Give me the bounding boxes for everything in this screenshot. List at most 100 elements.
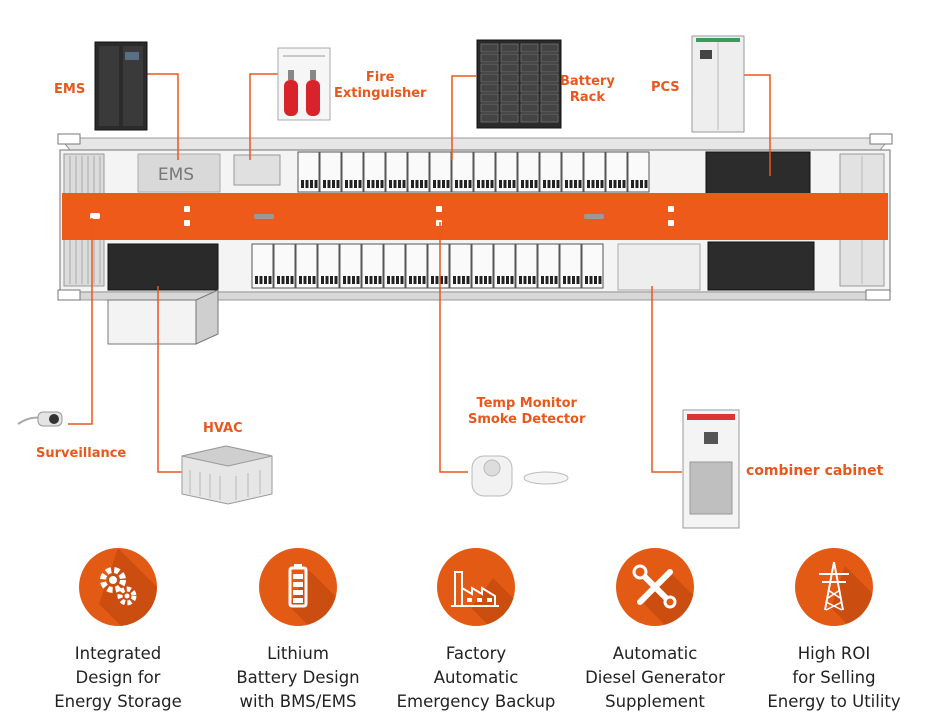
rack-slot (500, 113, 519, 123)
battery-module-terminal (376, 180, 379, 188)
battery-module-terminal (519, 276, 522, 284)
battery-module-terminal (589, 276, 593, 284)
battery-module-terminal (532, 276, 536, 284)
battery-module-terminal (594, 276, 597, 284)
battery-module-terminal (455, 180, 458, 188)
rack-slot (520, 73, 539, 83)
battery-module-terminal (396, 276, 399, 284)
callout-pcs: PCS (651, 80, 680, 95)
battery-module-terminal (308, 276, 311, 284)
battery-module-terminal (378, 276, 382, 284)
battery-module-terminal (413, 276, 417, 284)
battery-module-terminal (631, 180, 634, 188)
ess-container-diagram: EMS (17, 35, 893, 529)
battery-rack-image (476, 39, 562, 129)
callout-ems: EMS (54, 82, 86, 97)
battery-module-terminal (464, 180, 467, 188)
battery-module-terminal (259, 276, 263, 284)
container-ems-box: EMS (137, 153, 221, 193)
battery-module-terminal (578, 180, 582, 188)
battery-module-terminal (609, 180, 612, 188)
battery-module-terminal (591, 180, 595, 188)
battery-module-terminal (565, 180, 568, 188)
battery-module-terminal (534, 180, 538, 188)
battery-module-terminal (402, 180, 406, 188)
battery-module-terminal (437, 180, 441, 188)
battery-module-terminal (512, 180, 516, 188)
battery-module-terminal (563, 276, 566, 284)
battery-module-terminal (521, 180, 524, 188)
battery-module-terminal (422, 276, 426, 284)
rack-slot (540, 93, 559, 103)
feature-factory-backup: Factory Automatic Emergency Backup (384, 540, 568, 714)
battery-module-terminal (499, 180, 502, 188)
battery-module-terminal (440, 276, 443, 284)
pcs-cabinet-image (691, 35, 745, 133)
battery-module-terminal (468, 180, 472, 188)
rack-slot (480, 73, 499, 83)
battery-module-terminal (446, 180, 450, 188)
rack-slot (480, 83, 499, 93)
battery-module-terminal (618, 180, 621, 188)
orange-beam (62, 193, 888, 240)
battery-module-terminal (635, 180, 639, 188)
battery-module-terminal (510, 276, 514, 284)
ems-cabinet-image (94, 41, 148, 131)
leader-lines (68, 73, 771, 473)
battery-module-terminal (572, 276, 575, 284)
battery-module-terminal (622, 180, 626, 188)
tools-icon (616, 548, 694, 626)
battery-module-terminal (596, 180, 599, 188)
callout-hvac: HVAC (203, 421, 243, 436)
battery-module-terminal (556, 180, 560, 188)
battery-module-terminal (525, 180, 529, 188)
battery-module-terminal (358, 180, 362, 188)
battery-module-terminal (398, 180, 401, 188)
battery-module-terminal (343, 276, 346, 284)
battery-module-terminal (506, 276, 509, 284)
battery-module-terminal (486, 180, 489, 188)
battery-module-terminal (481, 180, 485, 188)
battery-module-terminal (569, 180, 573, 188)
feature-text: Factory Automatic Emergency Backup (396, 644, 556, 711)
battery-module-terminal (369, 276, 373, 284)
rack-slot (520, 103, 539, 113)
rack-slot (500, 53, 519, 63)
battery-module-terminal (367, 180, 370, 188)
rack-slot (500, 103, 519, 113)
battery-module-terminal (477, 180, 480, 188)
rack-slot (480, 93, 499, 103)
battery-module-terminal (613, 180, 617, 188)
battery-module-terminal (330, 276, 333, 284)
battery-module-terminal (345, 180, 348, 188)
feature-text: Automatic Diesel Generator Supplement (585, 644, 725, 711)
feature-lithium-battery: Lithium Battery Design with BMS/EMS (206, 540, 390, 714)
battery-module-terminal (640, 180, 643, 188)
battery-module-terminal (475, 276, 478, 284)
battery-module-terminal (501, 276, 505, 284)
feature-text: High ROI for Selling Energy to Utility (767, 644, 901, 711)
rack-slot (480, 53, 499, 63)
battery-module-terminal (523, 276, 527, 284)
battery-module-terminal (418, 276, 421, 284)
callout-temp-monitor: Temp Monitor Smoke Detector (468, 396, 586, 427)
rack-slot (520, 53, 539, 63)
rack-slot (500, 43, 519, 53)
battery-module-terminal (374, 276, 377, 284)
hvac-unit-image (181, 445, 273, 505)
rack-slot (540, 83, 559, 93)
battery-module-terminal (334, 276, 338, 284)
callout-fire-extinguisher: Fire Extinguisher (334, 70, 427, 101)
feature-diesel-generator: Automatic Diesel Generator Supplement (563, 540, 747, 714)
fire-extinguisher-image (277, 47, 331, 121)
battery-module-terminal (389, 180, 392, 188)
container-combiner-box (617, 243, 701, 291)
battery-module-terminal (290, 276, 294, 284)
battery-module-terminal (303, 276, 307, 284)
battery-module-terminal (554, 276, 558, 284)
battery-module-terminal (442, 180, 445, 188)
callout-combiner-cabinet: combiner cabinet (746, 463, 884, 479)
battery-module-terminal (466, 276, 470, 284)
battery-module-terminal (354, 180, 357, 188)
container-dark-box-lower (707, 241, 815, 291)
